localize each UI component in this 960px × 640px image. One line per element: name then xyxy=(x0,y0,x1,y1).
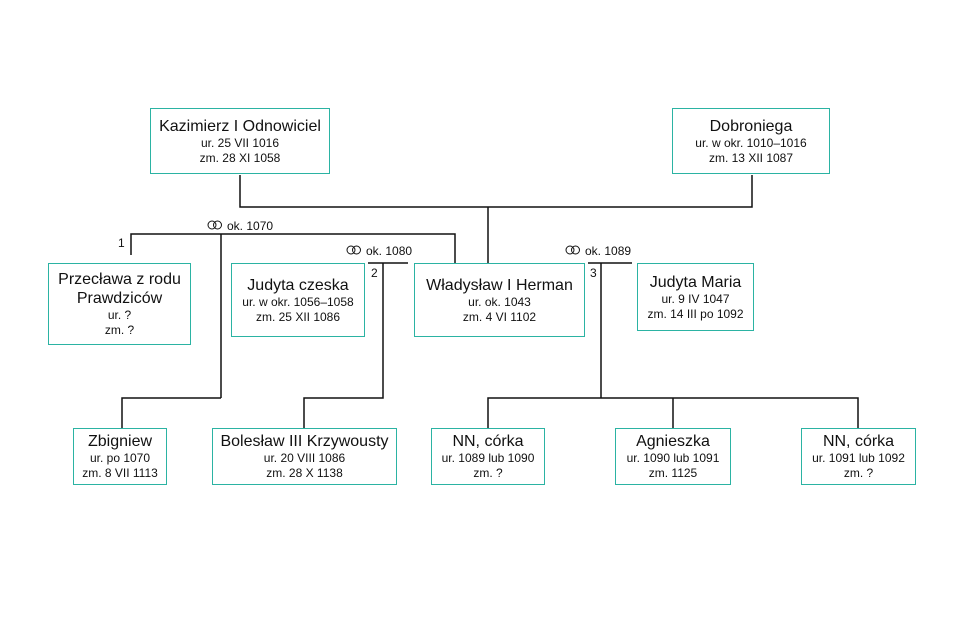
person-died: zm. 28 X 1138 xyxy=(266,466,343,480)
person-agnieszka: Agnieszka ur. 1090 lub 1091 zm. 1125 xyxy=(615,428,731,485)
marriage-1-label: ok. 1070 xyxy=(207,219,273,233)
person-name: Judyta Maria xyxy=(649,273,742,291)
marriage-3-number: 3 xyxy=(590,266,597,280)
marriage-date: ok. 1070 xyxy=(227,219,274,233)
person-died: zm. 13 XII 1087 xyxy=(708,150,794,165)
person-judyta-czeska: Judyta czeska ur. w okr. 1056–1058 zm. 2… xyxy=(231,263,365,337)
marriage-date: ok. 1080 xyxy=(366,244,413,258)
person-died: zm. 25 XII 1086 xyxy=(255,309,341,324)
marriage-2-label: ok. 1080 xyxy=(346,244,412,258)
person-kazimierz: Kazimierz I Odnowiciel ur. 25 VII 1016 z… xyxy=(150,108,330,174)
marriage-date: ok. 1089 xyxy=(585,244,632,258)
person-born: ur. 1089 lub 1090 xyxy=(441,451,535,465)
marriage-2-number: 2 xyxy=(371,266,378,280)
person-name: Przecława z rodu Prawdziców xyxy=(58,271,181,307)
person-died: zm. 8 VII 1113 xyxy=(82,466,158,480)
person-died: zm. ? xyxy=(843,466,874,480)
person-boleslaw: Bolesław III Krzywousty ur. 20 VIII 1086… xyxy=(212,428,397,485)
person-died: zm. 14 III po 1092 xyxy=(647,306,744,321)
person-nn-corka-2: NN, córka ur. 1091 lub 1092 zm. ? xyxy=(801,428,916,485)
person-wladyslaw: Władysław I Herman ur. ok. 1043 zm. 4 VI… xyxy=(414,263,585,337)
marriage-rings-icon xyxy=(346,244,362,258)
person-dobroniega: Dobroniega ur. w okr. 1010–1016 zm. 13 X… xyxy=(672,108,830,174)
person-name: Dobroniega xyxy=(709,117,793,135)
person-born: ur. w okr. 1056–1058 xyxy=(242,294,354,309)
person-born: ur. 20 VIII 1086 xyxy=(263,451,346,465)
marriage-1-line xyxy=(130,233,456,263)
person-died: zm. 4 VI 1102 xyxy=(462,309,537,324)
person-born: ur. ok. 1043 xyxy=(468,294,531,309)
marriage-rings-icon xyxy=(207,219,223,233)
marriage-3-label: ok. 1089 xyxy=(565,244,631,258)
boleslaw-descent-line xyxy=(303,263,384,428)
person-judyta-maria: Judyta Maria ur. 9 IV 1047 zm. 14 III po… xyxy=(637,263,754,331)
person-born: ur. w okr. 1010–1016 xyxy=(695,135,807,150)
person-died: zm. ? xyxy=(473,466,503,480)
person-born: ur. po 1070 xyxy=(89,451,151,465)
person-zbigniew: Zbigniew ur. po 1070 zm. 8 VII 1113 xyxy=(73,428,167,485)
person-przeclawa: Przecława z rodu Prawdziców ur. ? zm. ? xyxy=(48,263,191,345)
person-name: Bolesław III Krzywousty xyxy=(220,433,389,450)
person-born: ur. ? xyxy=(107,308,132,322)
person-died: zm. ? xyxy=(104,323,135,337)
person-born: ur. 9 IV 1047 xyxy=(661,291,730,306)
person-born: ur. 1091 lub 1092 xyxy=(812,451,905,465)
zbigniew-branch xyxy=(121,397,221,428)
person-name: NN, córka xyxy=(452,433,524,450)
marriage-1-number: 1 xyxy=(118,236,125,250)
person-name: Kazimierz I Odnowiciel xyxy=(159,117,321,135)
parents-connector xyxy=(239,175,753,208)
marriage-rings-icon xyxy=(565,244,581,258)
person-name: Władysław I Herman xyxy=(426,276,573,294)
person-name: Zbigniew xyxy=(87,433,153,450)
person-died: zm. 1125 xyxy=(648,466,698,480)
person-born: ur. 25 VII 1016 xyxy=(200,135,280,150)
person-name: NN, córka xyxy=(822,433,895,450)
person-name: Agnieszka xyxy=(636,433,710,450)
person-name: Judyta czeska xyxy=(247,276,349,294)
person-died: zm. 28 XI 1058 xyxy=(199,150,281,165)
person-nn-corka-1: NN, córka ur. 1089 lub 1090 zm. ? xyxy=(431,428,545,485)
person-born: ur. 1090 lub 1091 xyxy=(626,451,720,465)
